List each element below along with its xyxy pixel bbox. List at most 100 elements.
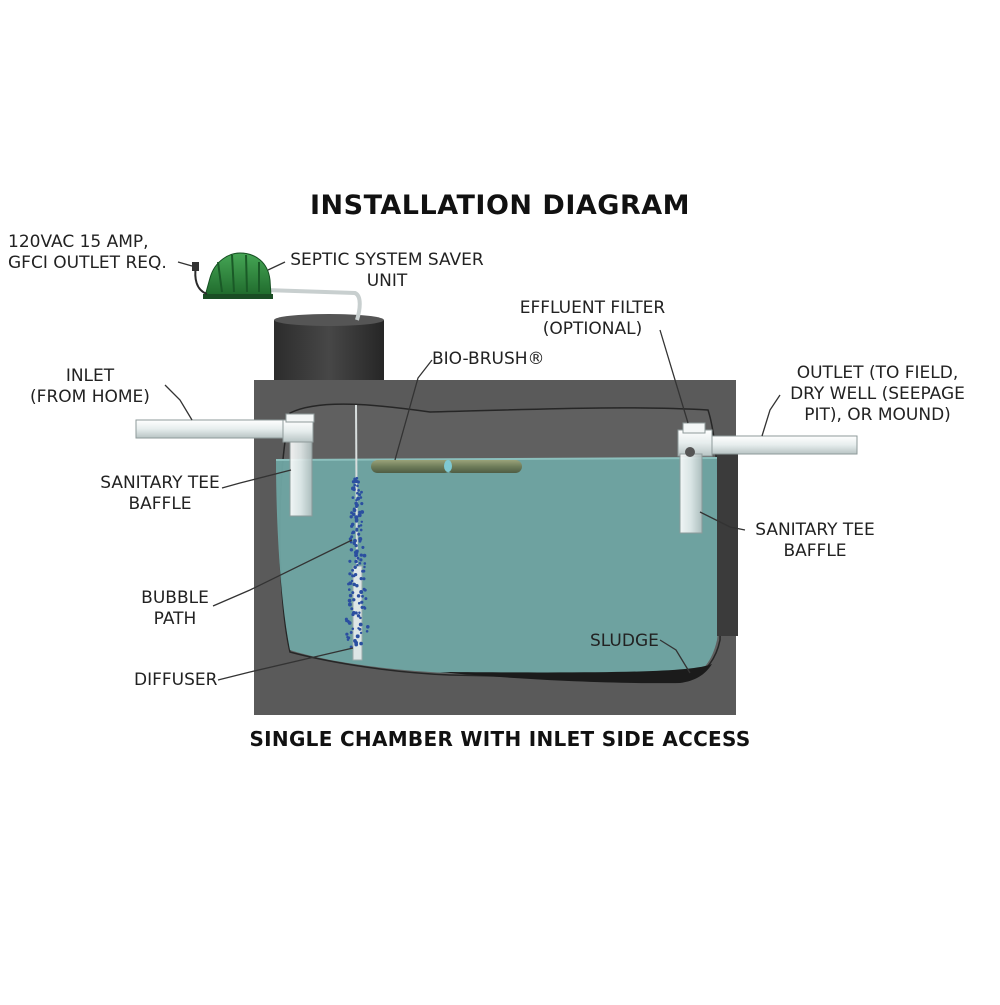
bubble bbox=[360, 502, 364, 506]
bubble bbox=[354, 559, 358, 564]
bubble bbox=[356, 480, 360, 484]
leader-bubble bbox=[212, 539, 353, 607]
bubble bbox=[351, 591, 355, 595]
bubble bbox=[357, 601, 361, 605]
label-bio-brush: BIO-BRUSH® bbox=[432, 349, 545, 369]
bubble bbox=[361, 545, 365, 549]
label-bubble-path: BUBBLE PATH bbox=[141, 588, 209, 629]
riser bbox=[274, 314, 384, 382]
label-sludge: SLUDGE bbox=[590, 631, 659, 651]
water-surface bbox=[275, 457, 719, 461]
bubble bbox=[354, 553, 359, 558]
bubble bbox=[359, 558, 363, 562]
bubble bbox=[363, 588, 367, 592]
bubble bbox=[363, 606, 367, 610]
bubble bbox=[349, 548, 354, 552]
leader-biobrush bbox=[394, 359, 433, 461]
leader-sludge bbox=[659, 639, 691, 674]
bubble bbox=[351, 512, 356, 517]
bubble bbox=[359, 590, 364, 594]
bubble bbox=[357, 524, 361, 528]
bubble bbox=[351, 496, 355, 499]
label-outlet: OUTLET (TO FIELD, DRY WELL (SEEPAGE PIT)… bbox=[790, 363, 965, 425]
leader-inlet bbox=[164, 384, 193, 421]
bubble bbox=[349, 515, 353, 519]
bubble bbox=[362, 553, 367, 558]
inlet-tee-baffle bbox=[282, 413, 315, 517]
bubble bbox=[354, 515, 359, 520]
bubble bbox=[359, 528, 363, 532]
label-effluent-filter: EFFLUENT FILTER (OPTIONAL) bbox=[519, 298, 666, 339]
bubble bbox=[361, 594, 364, 598]
bubble bbox=[348, 593, 353, 598]
bubble bbox=[347, 602, 352, 607]
bubble bbox=[359, 576, 363, 581]
bubble bbox=[357, 513, 362, 518]
bubble bbox=[358, 627, 362, 631]
bubble bbox=[353, 483, 357, 487]
leader-outlet bbox=[761, 394, 781, 437]
diagram-title: INSTALLATION DIAGRAM bbox=[310, 190, 690, 221]
bubble bbox=[359, 496, 363, 499]
air-drop-tube bbox=[355, 404, 358, 571]
bubble bbox=[360, 490, 363, 494]
bubble bbox=[354, 611, 358, 615]
bubble bbox=[350, 607, 354, 611]
bubble bbox=[345, 632, 349, 636]
outlet-access bbox=[717, 440, 738, 636]
bubble bbox=[351, 480, 356, 484]
bubble bbox=[358, 561, 362, 565]
bubble bbox=[355, 505, 358, 509]
bubble bbox=[348, 537, 352, 541]
air-line bbox=[264, 288, 362, 321]
label-tee-left: SANITARY TEE BAFFLE bbox=[100, 473, 220, 514]
bubble bbox=[359, 616, 362, 620]
septic-saver-unit bbox=[203, 252, 273, 299]
bubble bbox=[350, 579, 354, 583]
bubble bbox=[355, 528, 359, 532]
label-unit: SEPTIC SYSTEM SAVER UNIT bbox=[290, 250, 484, 291]
bubble bbox=[360, 520, 364, 524]
bubble bbox=[351, 612, 355, 617]
bubble bbox=[356, 491, 359, 495]
bubble bbox=[352, 487, 356, 492]
bubble bbox=[347, 598, 352, 603]
label-tee-right: SANITARY TEE BAFFLE bbox=[755, 520, 875, 561]
bubble bbox=[354, 543, 358, 548]
bubble bbox=[365, 629, 369, 633]
bubble bbox=[356, 563, 359, 567]
bubble bbox=[358, 611, 361, 615]
power-plug bbox=[192, 262, 199, 271]
bubble bbox=[346, 638, 350, 641]
bubble bbox=[347, 621, 352, 625]
bubble bbox=[359, 641, 363, 646]
bubble bbox=[352, 582, 356, 587]
leader-tee-left bbox=[221, 469, 292, 489]
bubble bbox=[347, 582, 350, 586]
sludge bbox=[440, 664, 712, 684]
bubble bbox=[358, 493, 362, 497]
bubble bbox=[358, 622, 363, 627]
bubble bbox=[363, 565, 366, 569]
bubble bbox=[350, 524, 354, 528]
bubble bbox=[355, 634, 360, 639]
diagram-subtitle: SINGLE CHAMBER WITH INLET SIDE ACCESS bbox=[249, 727, 751, 751]
bubble bbox=[357, 532, 361, 536]
bubble bbox=[357, 497, 360, 501]
bubble bbox=[366, 625, 370, 629]
bubble bbox=[354, 642, 359, 647]
bubble bbox=[359, 553, 363, 557]
leader-unit bbox=[267, 261, 286, 271]
bubble bbox=[348, 559, 352, 563]
bio-brush bbox=[371, 460, 522, 473]
label-inlet: INLET (FROM HOME) bbox=[30, 366, 150, 407]
label-diffuser: DIFFUSER bbox=[134, 670, 218, 690]
bubble bbox=[351, 627, 355, 630]
bubble bbox=[347, 588, 351, 591]
bubble bbox=[361, 569, 365, 573]
bubble bbox=[352, 574, 356, 578]
bubble bbox=[356, 484, 359, 488]
bubble bbox=[348, 572, 352, 576]
bubble bbox=[359, 524, 363, 527]
